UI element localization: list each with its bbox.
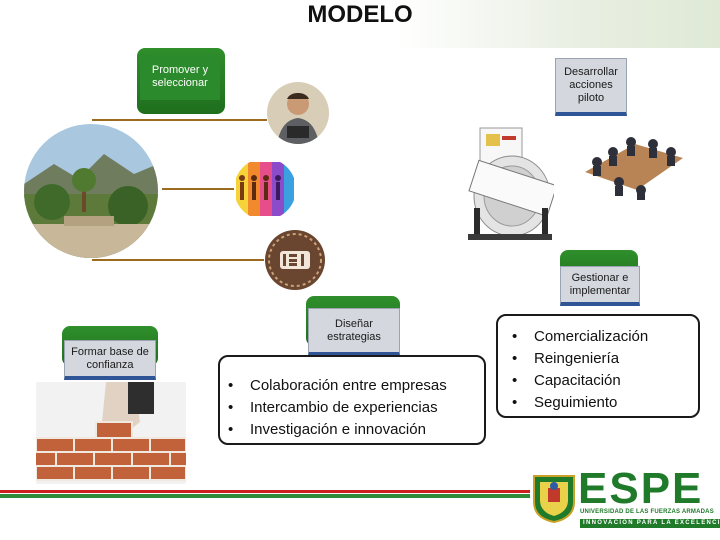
box-promover-label: Promover y seleccionar	[144, 64, 216, 90]
bullet-dot: •	[512, 392, 534, 414]
connector-line-3	[92, 259, 264, 261]
box-gestionar: Gestionar e implementar	[560, 266, 640, 306]
brick-wall-hand-photo	[36, 382, 186, 484]
list-item-text: Intercambio de experiencias	[250, 397, 438, 419]
list-item: •Capacitación	[512, 370, 698, 392]
list-item-text: Colaboración entre empresas	[250, 375, 447, 397]
bullet-dot: •	[228, 397, 250, 419]
right-bullet-list: •Comercialización •Reingeniería •Capacit…	[512, 326, 698, 414]
list-item-text: Capacitación	[534, 370, 621, 392]
list-item: •Reingeniería	[512, 348, 698, 370]
center-bullet-box: •Colaboración entre empresas •Intercambi…	[218, 355, 486, 445]
espe-crest-icon	[530, 472, 578, 524]
box-disenar-label: Diseñar estrategias	[313, 318, 395, 344]
bullet-dot: •	[512, 326, 534, 348]
espe-subtitle: UNIVERSIDAD DE LAS FUERZAS ARMADAS	[580, 509, 720, 515]
espe-tagline: INNOVACIÓN PARA LA EXCELENCIA	[580, 519, 720, 528]
connector-line-1	[92, 119, 267, 121]
list-item: •Seguimiento	[512, 392, 698, 414]
man-portrait-photo	[267, 82, 329, 144]
espe-wordmark: ESPE	[578, 466, 718, 512]
list-item: •Intercambio de experiencias	[228, 397, 484, 419]
connector-line-2	[162, 188, 234, 190]
list-item-text: Seguimiento	[534, 392, 617, 414]
box-promover: Promover y seleccionar	[140, 54, 220, 100]
box-disenar: Diseñar estrategias	[308, 308, 400, 356]
meeting-room-photo	[575, 124, 685, 200]
bullet-dot: •	[512, 348, 534, 370]
box-desarrollar-label: Desarrollar acciones piloto	[560, 66, 622, 105]
list-item: •Colaboración entre empresas	[228, 375, 484, 397]
box-gestionar-label: Gestionar e implementar	[565, 272, 635, 298]
box-formar-label: Formar base de confianza	[69, 346, 151, 372]
list-item-text: Reingeniería	[534, 348, 619, 370]
slide-title: MODELO	[0, 0, 720, 30]
lsi-emblem	[264, 229, 326, 291]
list-item-text: Comercialización	[534, 326, 648, 348]
box-desarrollar: Desarrollar acciones piloto	[555, 58, 627, 116]
bullet-dot: •	[228, 419, 250, 441]
bullet-dot: •	[512, 370, 534, 392]
right-bullet-box: •Comercialización •Reingeniería •Capacit…	[496, 314, 700, 418]
colorful-artisans-logo	[234, 158, 296, 220]
box-formar: Formar base de confianza	[64, 340, 156, 380]
list-item-text: Investigación e innovación	[250, 419, 426, 441]
center-bullet-list: •Colaboración entre empresas •Intercambi…	[228, 375, 484, 441]
directorio-rolodex	[466, 122, 554, 242]
footer-green-line	[0, 494, 530, 498]
list-item: •Comercialización	[512, 326, 698, 348]
bullet-dot: •	[228, 375, 250, 397]
town-plaza-photo	[24, 124, 158, 258]
footer-red-line	[0, 490, 530, 493]
list-item: •Investigación e innovación	[228, 419, 484, 441]
